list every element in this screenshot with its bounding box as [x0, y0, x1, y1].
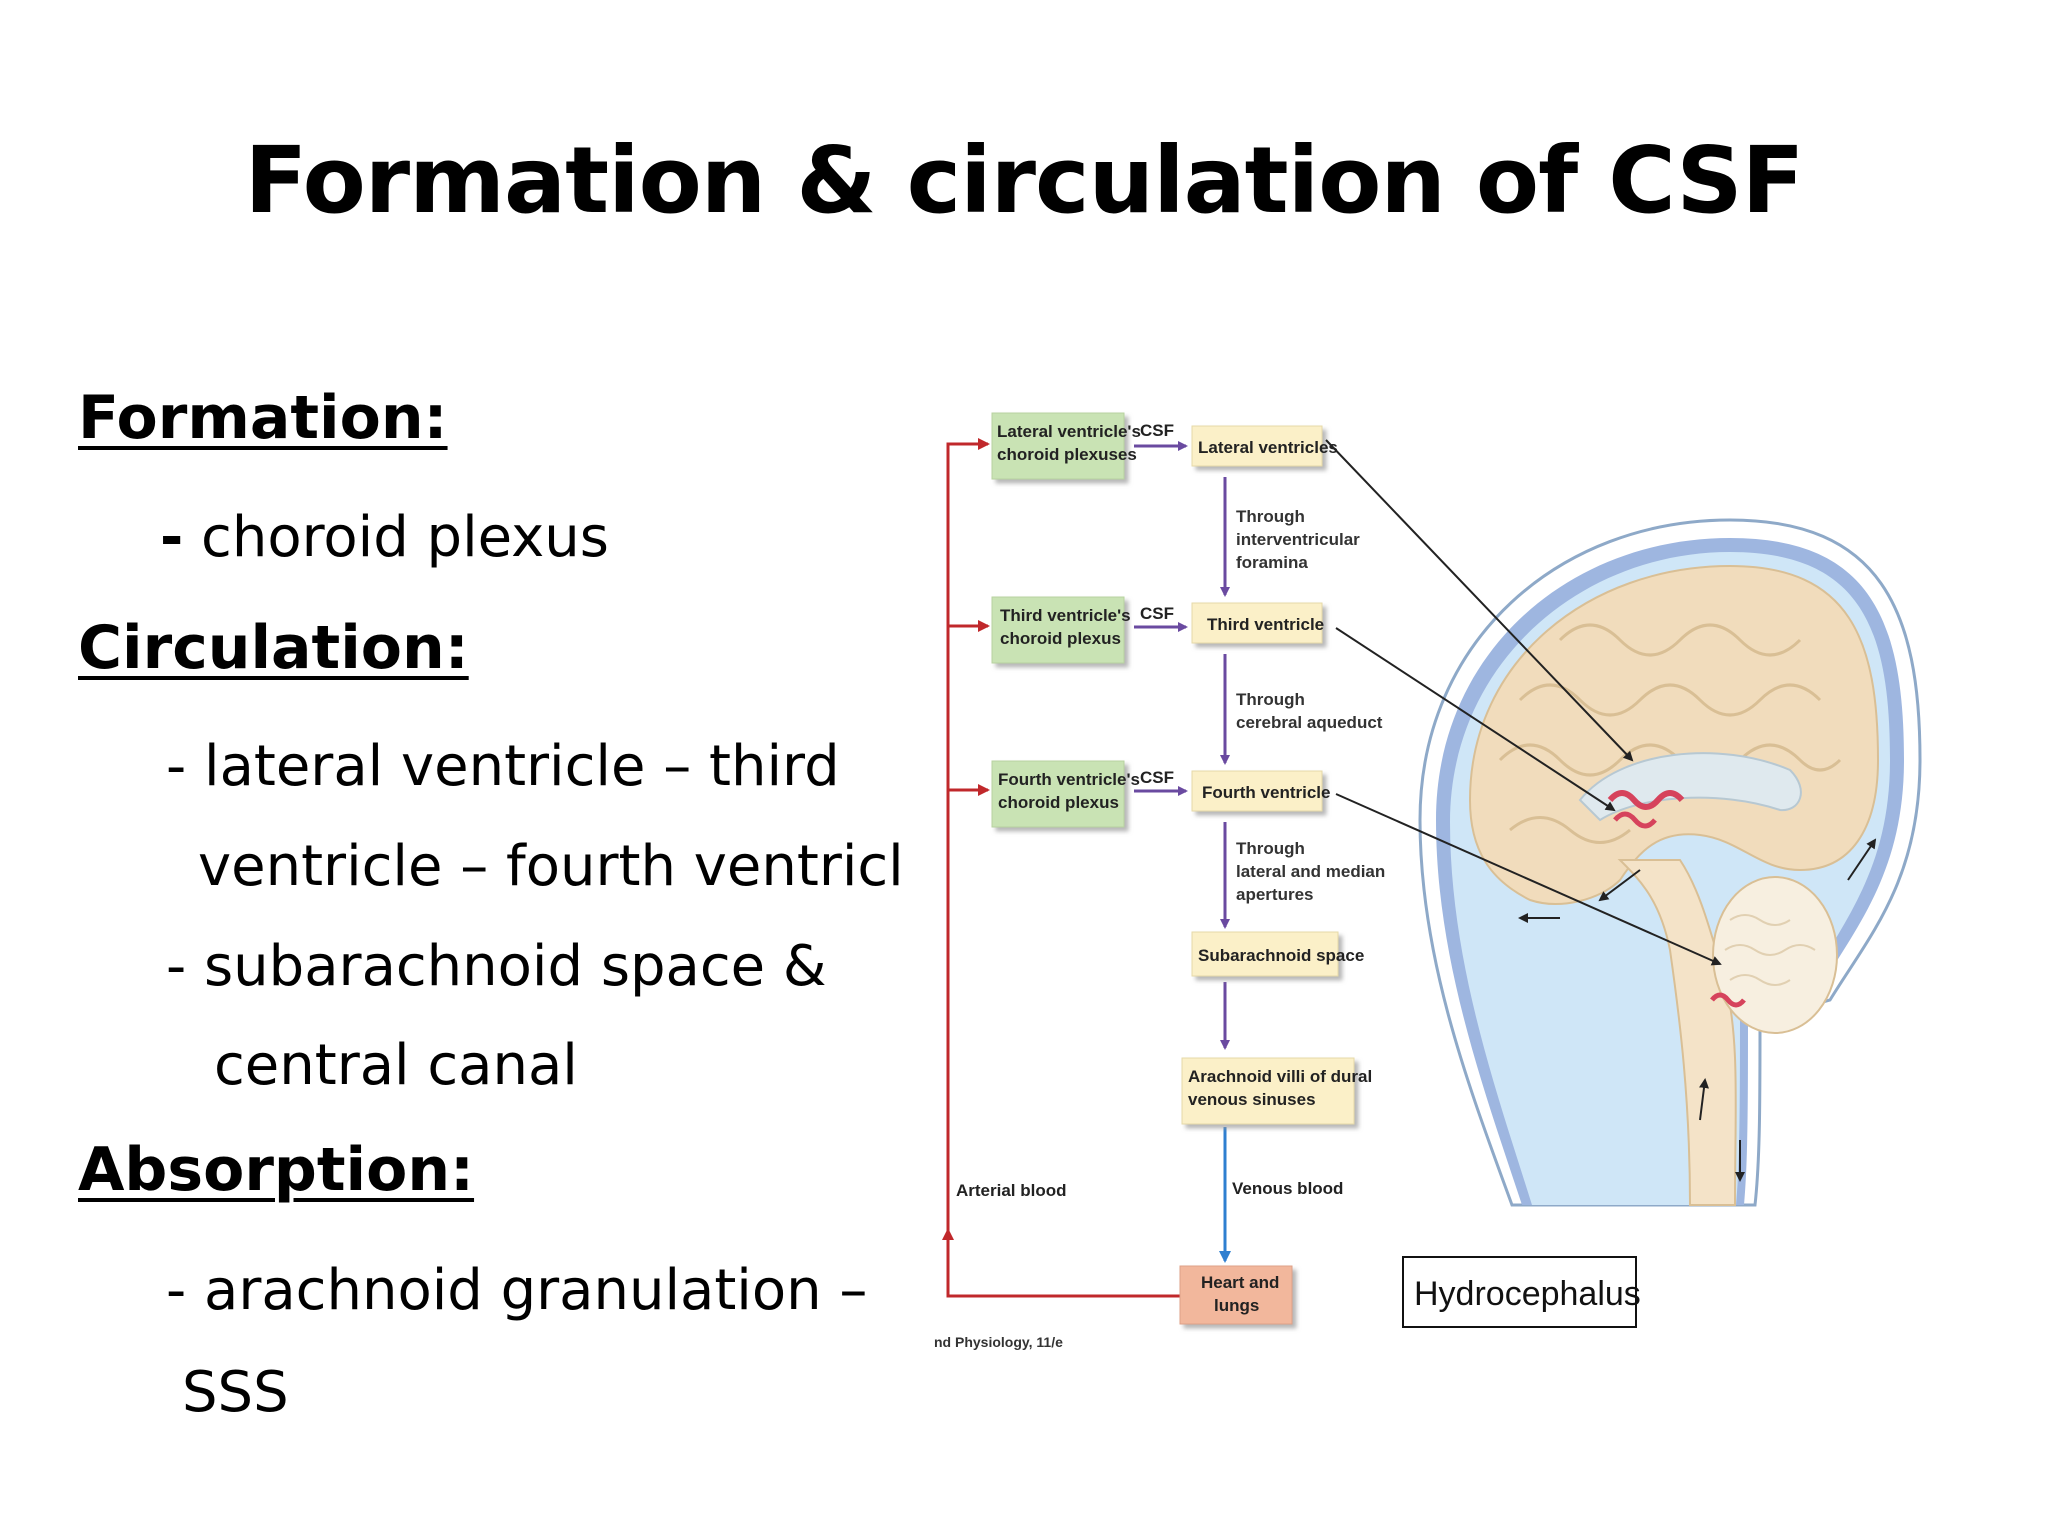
absorption-heading: Absorption:	[78, 1135, 475, 1205]
svg-text:Through: Through	[1236, 690, 1305, 709]
absorption-line-2: SSS	[182, 1360, 289, 1425]
svg-text:interventricular: interventricular	[1236, 530, 1360, 549]
svg-text:Heart and: Heart and	[1201, 1273, 1279, 1292]
svg-text:apertures: apertures	[1236, 885, 1313, 904]
villi-box: Arachnoid villi of dural venous sinuses	[1181, 1057, 1372, 1125]
circulation-heading: Circulation:	[78, 613, 469, 683]
svg-text:lateral and median: lateral and median	[1236, 862, 1385, 881]
through-label-aqueduct: Through cerebral aqueduct	[1236, 690, 1383, 732]
through-label-interventricular: Through interventricular foramina	[1236, 507, 1360, 572]
svg-text:lungs: lungs	[1214, 1296, 1259, 1315]
plexus-box-third: Third ventricle's choroid plexus	[991, 596, 1131, 664]
plexus-box-lateral: Lateral ventricle's choroid plexuses	[991, 412, 1141, 480]
svg-text:Lateral ventricle's: Lateral ventricle's	[997, 422, 1141, 441]
svg-text:Third ventricle: Third ventricle	[1207, 615, 1324, 634]
hydrocephalus-label-box: Hydrocephalus	[1402, 1256, 1641, 1328]
heart-lungs-box: Heart and lungs	[1179, 1265, 1293, 1325]
svg-text:Subarachnoid space: Subarachnoid space	[1198, 946, 1364, 965]
circulation-line-2: ventricle – fourth ventricl	[198, 834, 904, 899]
plexus-box-fourth: Fourth ventricle's choroid plexus	[991, 760, 1140, 828]
subarachnoid-box: Subarachnoid space	[1191, 931, 1364, 977]
svg-text:Fourth ventricle: Fourth ventricle	[1202, 783, 1330, 802]
formation-heading: Formation:	[78, 383, 448, 453]
csf-label-1: CSF	[1140, 421, 1174, 440]
svg-text:foramina: foramina	[1236, 553, 1308, 572]
formation-dash: -	[160, 505, 184, 570]
ventricle-box-third: Third ventricle	[1191, 602, 1324, 644]
venous-blood-label: Venous blood	[1232, 1179, 1343, 1198]
csf-arrows: CSF CSF CSF	[1134, 421, 1188, 796]
brain-illustration	[1325, 439, 1922, 1207]
svg-text:Lateral ventricles: Lateral ventricles	[1198, 438, 1338, 457]
formation-item-text: choroid plexus	[183, 505, 609, 570]
svg-text:choroid plexuses: choroid plexuses	[997, 445, 1137, 464]
svg-text:Hydrocephalus: Hydrocephalus	[1414, 1275, 1641, 1313]
svg-text:choroid plexus: choroid plexus	[1000, 629, 1121, 648]
circulation-line-3: - subarachnoid space &	[166, 934, 827, 999]
absorption-line-1: - arachnoid granulation –	[166, 1258, 868, 1323]
circulation-line-1: - lateral ventricle – third	[166, 734, 840, 799]
arterial-loop	[942, 438, 1185, 1298]
svg-text:Arachnoid villi of dural: Arachnoid villi of dural	[1188, 1067, 1372, 1086]
through-label-apertures: Through lateral and median apertures	[1236, 839, 1385, 904]
svg-text:choroid plexus: choroid plexus	[998, 793, 1119, 812]
circulation-line-4: central canal	[214, 1033, 578, 1098]
formation-item: - choroid plexus	[160, 510, 609, 566]
svg-text:Third ventricle's: Third ventricle's	[1000, 606, 1131, 625]
slide-title: Formation & circulation of CSF	[244, 127, 1804, 234]
svg-text:Through: Through	[1236, 839, 1305, 858]
csf-label-3: CSF	[1140, 768, 1174, 787]
source-credit: nd Physiology, 11/e	[934, 1334, 1063, 1350]
svg-text:cerebral aqueduct: cerebral aqueduct	[1236, 713, 1383, 732]
ventricle-box-fourth: Fourth ventricle	[1191, 770, 1330, 812]
svg-text:Through: Through	[1236, 507, 1305, 526]
svg-text:Fourth ventricle's: Fourth ventricle's	[998, 770, 1140, 789]
svg-text:venous sinuses: venous sinuses	[1188, 1090, 1316, 1109]
arterial-blood-label: Arterial blood	[956, 1181, 1067, 1200]
csf-label-2: CSF	[1140, 604, 1174, 623]
ventricle-box-lateral: Lateral ventricles	[1191, 425, 1338, 467]
